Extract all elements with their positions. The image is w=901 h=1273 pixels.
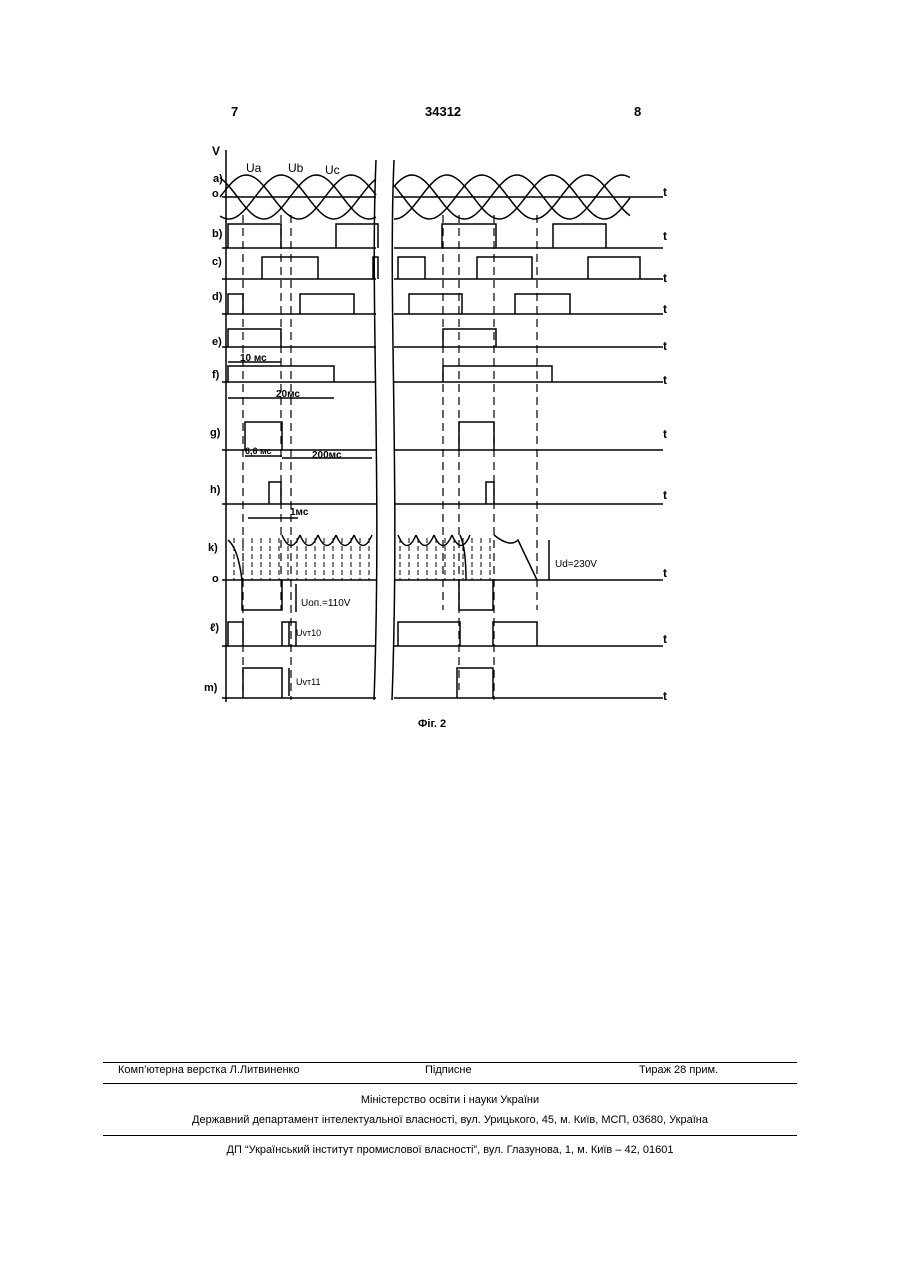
pulse-h	[269, 482, 494, 504]
time-label: t	[663, 488, 667, 502]
row-label: c)	[212, 256, 222, 268]
phase-label-uc: Uc	[325, 163, 340, 177]
time-label: t	[663, 689, 667, 703]
row-label: b)	[212, 228, 223, 240]
row-label: e)	[212, 336, 222, 348]
rectified-voltage-k	[228, 535, 537, 580]
row-label: ℓ)	[210, 622, 219, 634]
circulation: Тираж 28 прим.	[639, 1064, 718, 1076]
label-uop: Uоп.=110V	[301, 598, 351, 609]
pulse-g	[245, 422, 494, 450]
row-label: h)	[210, 484, 221, 496]
ministry: Міністерство освіти і науки України	[103, 1094, 797, 1106]
label-6-6ms: 6,6 мс	[245, 446, 272, 456]
phase-label-ub: Ub	[288, 161, 304, 175]
label-uvt10: Uvт10	[296, 628, 321, 638]
footer-rule-middle	[103, 1083, 797, 1084]
label-1ms: 1мс	[290, 507, 309, 518]
time-label: t	[663, 185, 667, 199]
ref-voltage-pulse	[242, 580, 493, 610]
phase-label-ua: Ua	[246, 161, 262, 175]
row-label: o	[212, 188, 219, 200]
time-label: t	[663, 229, 667, 243]
row-label: f)	[212, 369, 220, 381]
label-uvt11: Uvт11	[296, 677, 320, 687]
department-address: Державний департамент інтелектуальної вл…	[103, 1114, 797, 1126]
pulse-m	[243, 668, 493, 698]
footer-rule-top	[103, 1062, 797, 1063]
row-label: m)	[204, 682, 218, 694]
pulse-f	[228, 366, 552, 382]
signed-label: Підписне	[425, 1064, 472, 1076]
axis-break-right	[392, 160, 395, 700]
time-label: t	[663, 339, 667, 353]
time-label: t	[663, 373, 667, 387]
pulse-l	[228, 622, 537, 646]
time-label: t	[663, 632, 667, 646]
footer-rule-bottom	[103, 1135, 797, 1136]
institute-address: ДП “Український інститут промислової вла…	[103, 1144, 797, 1156]
time-label: t	[663, 302, 667, 316]
row-label: d)	[212, 291, 223, 303]
row-label: o	[212, 573, 219, 585]
axis-break-left	[374, 160, 377, 700]
figure-caption: Фіг. 2	[418, 718, 446, 730]
pulse-c	[262, 257, 640, 279]
timing-diagram: tttttttttttUaUbUcVa)ob)c)d)e)f)g)h)k)oℓ)…	[0, 0, 901, 760]
layout-credit: Комп’ютерна верстка Л.Литвиненко	[118, 1064, 300, 1076]
label-200ms: 200мс	[312, 450, 342, 461]
pulse-d	[228, 294, 570, 314]
label-ud: Ud=230V	[555, 559, 597, 570]
voltage-axis-label: V	[212, 144, 220, 158]
row-label: g)	[210, 427, 221, 439]
time-label: t	[663, 271, 667, 285]
pulse-e	[228, 329, 496, 347]
time-label: t	[663, 566, 667, 580]
time-label: t	[663, 427, 667, 441]
pulse-b	[228, 224, 606, 248]
row-label: k)	[208, 542, 218, 554]
